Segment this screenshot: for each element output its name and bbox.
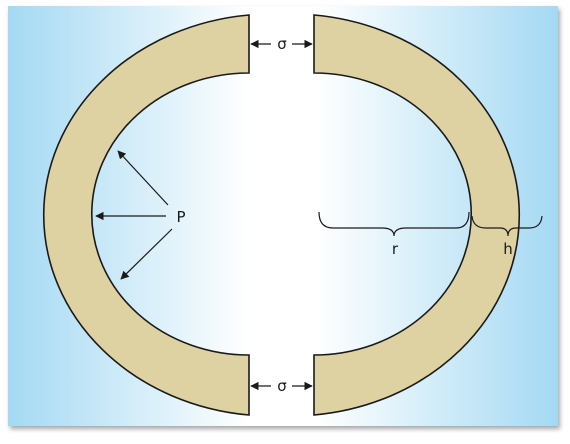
top-stress-label: σ [277,35,287,53]
pressure-label: P [176,208,185,226]
thickness-brace [471,215,543,237]
right-wall-section [313,14,521,416]
radius-label: r [392,240,399,258]
left-wall-section [42,14,250,416]
radius-brace [318,211,470,237]
bottom-stress-label: σ [277,377,287,395]
pressure-arrows [95,150,173,280]
thickness-label: h [503,240,513,258]
